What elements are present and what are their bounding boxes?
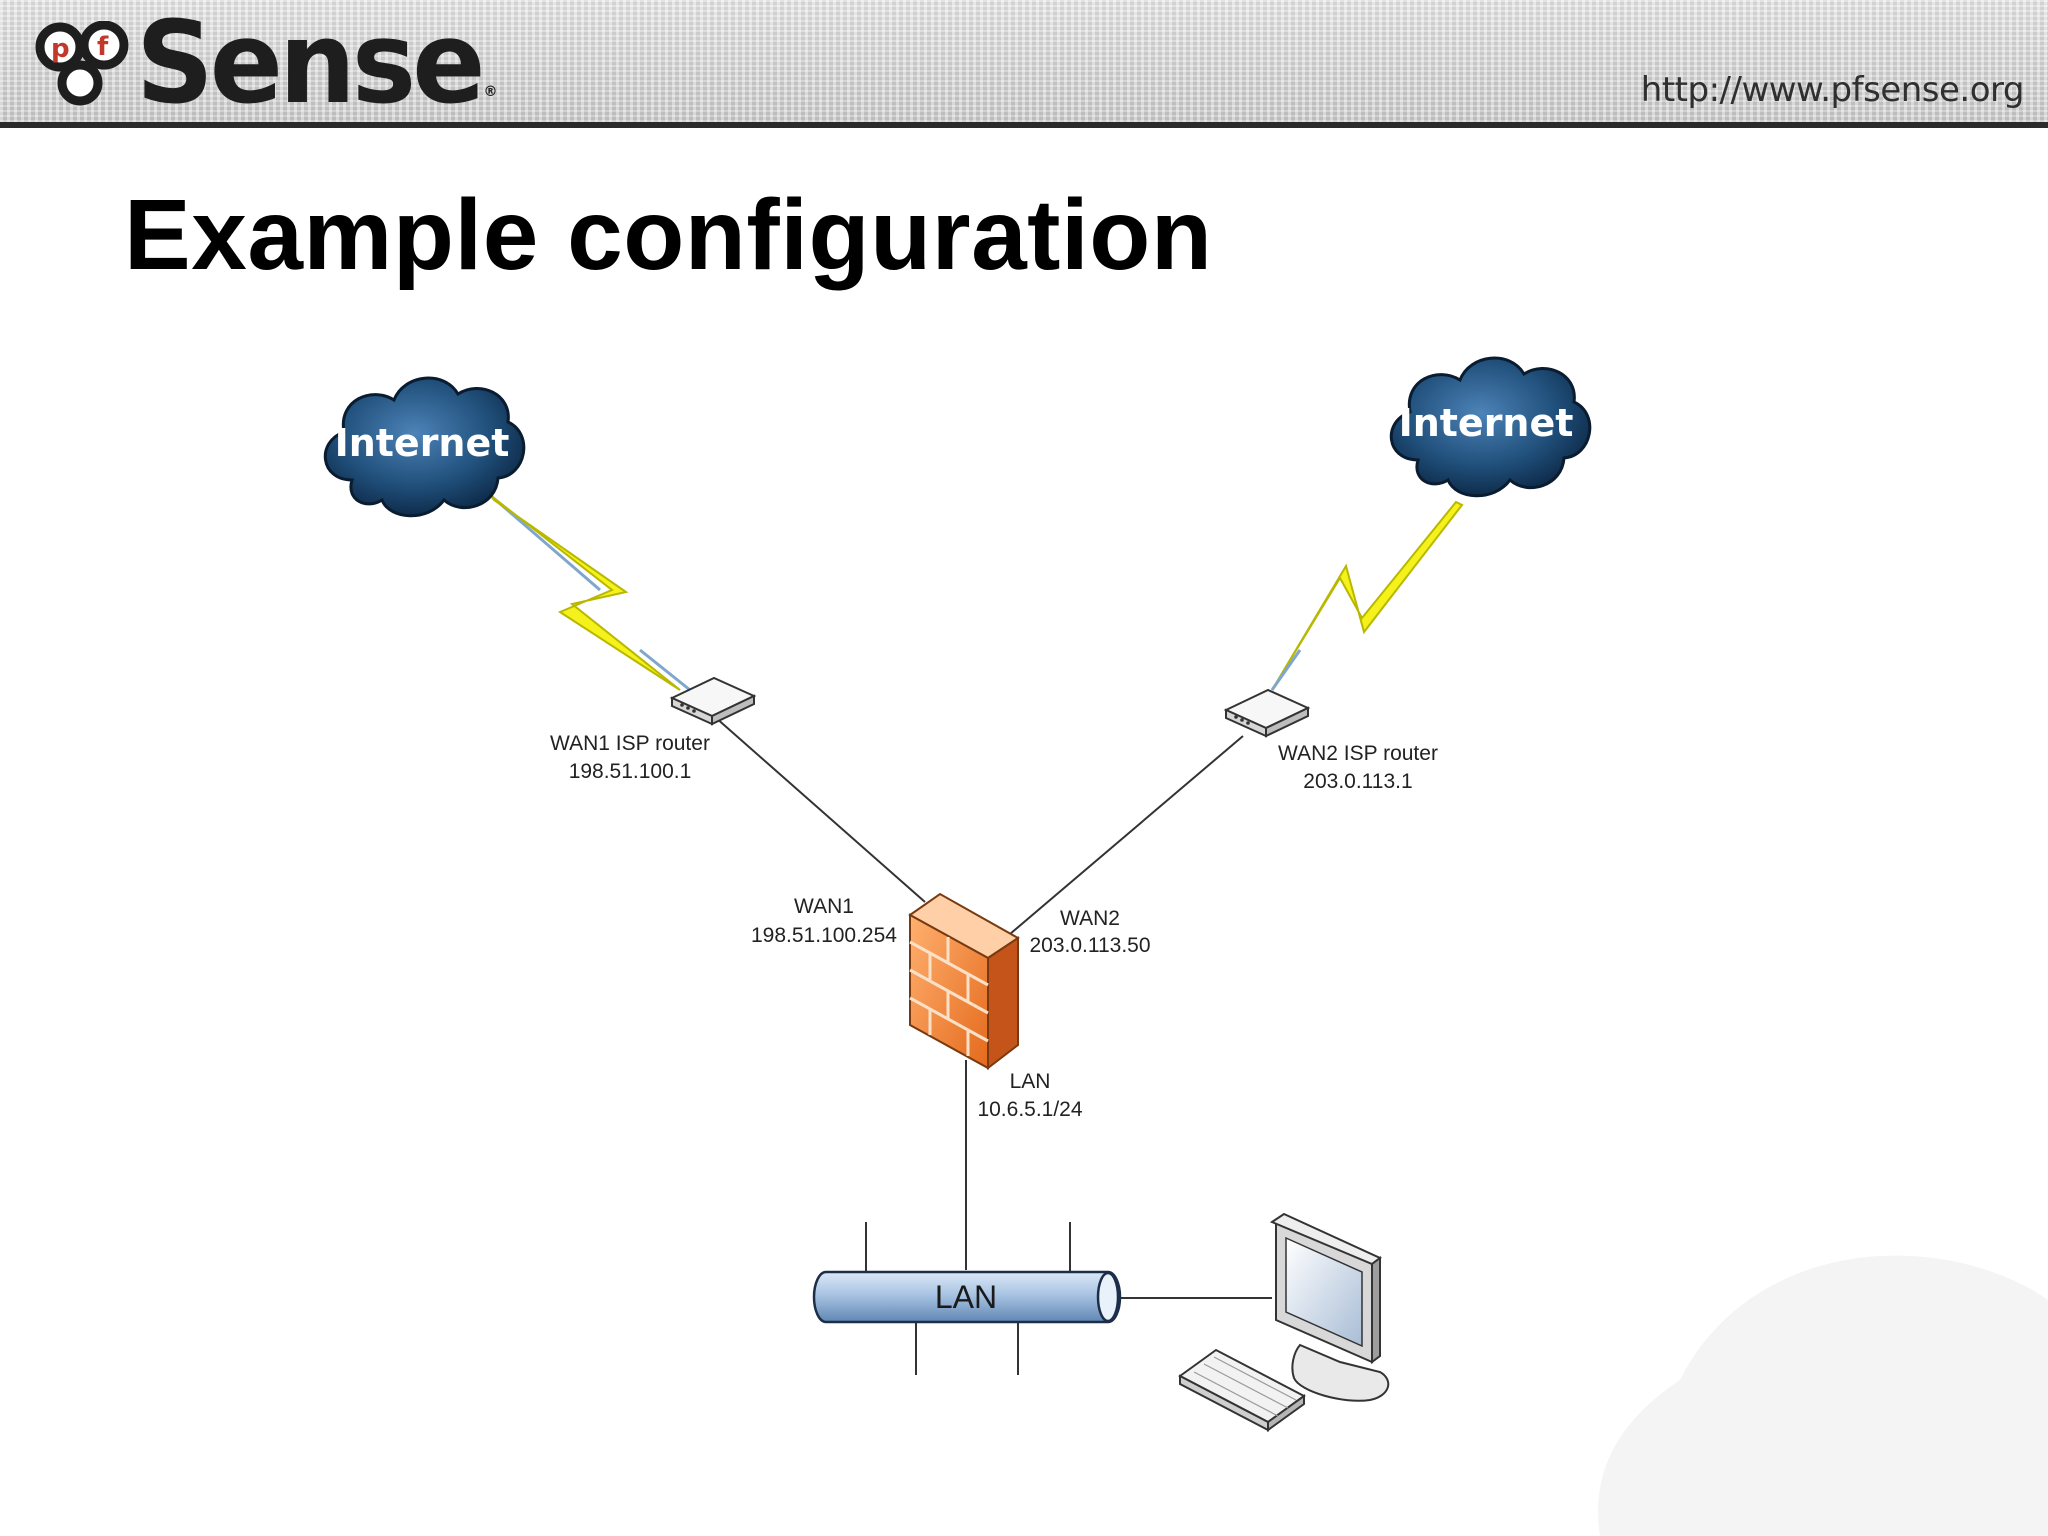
- lan-segment: LAN: [812, 1222, 1122, 1375]
- background-watermark: [1598, 1255, 2048, 1536]
- firewall-wan2-ip: 203.0.113.50: [1029, 934, 1150, 957]
- internet-cloud-icon: Internet: [323, 376, 526, 518]
- lightning-bolt-icon: [1270, 500, 1464, 691]
- wan1-link: [714, 716, 926, 903]
- pfsense-logo: p f Sense ®: [34, 0, 498, 130]
- firewall-icon: [908, 892, 1020, 1071]
- firewall-lan-name: LAN: [1010, 1070, 1051, 1093]
- lan-segment-label: LAN: [935, 1279, 997, 1315]
- cloud-label: Internet: [1399, 401, 1574, 445]
- wan2-router-name: WAN2 ISP router: [1278, 742, 1438, 765]
- svg-text:p: p: [51, 34, 70, 64]
- workstation-icon: [1178, 1212, 1390, 1432]
- logo-registered-mark: ®: [483, 84, 498, 100]
- firewall-wan1-ip: 198.51.100.254: [751, 924, 897, 947]
- svg-text:f: f: [97, 32, 109, 62]
- wan1-router-ip: 198.51.100.1: [569, 760, 692, 783]
- firewall-wan2-name: WAN2: [1060, 907, 1120, 930]
- cloud-label: Internet: [335, 421, 510, 465]
- slide-header: p f Sense ® http://www.pfsense.org: [0, 0, 2048, 128]
- slide-title: Example configuration: [124, 179, 1213, 291]
- wan2-router-icon: [1225, 689, 1309, 737]
- site-url: http://www.pfsense.org: [1640, 70, 2025, 110]
- wan1-router-name: WAN1 ISP router: [550, 732, 710, 755]
- lightning-bolt-icon: [489, 493, 691, 692]
- pfsense-logo-icon: p f: [35, 21, 129, 106]
- wan2-router-ip: 203.0.113.1: [1303, 770, 1412, 793]
- firewall-lan-ip: 10.6.5.1/24: [977, 1098, 1082, 1121]
- wan2-link: [1009, 735, 1244, 935]
- firewall-wan1-name: WAN1: [794, 895, 854, 918]
- logo-wordmark: Sense: [136, 0, 485, 130]
- internet-cloud-icon: Internet: [1389, 356, 1592, 498]
